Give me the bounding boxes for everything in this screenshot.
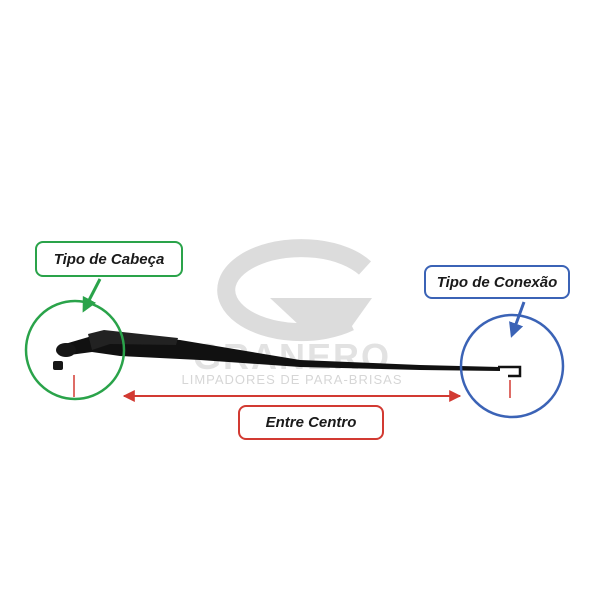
connection-pointer-arrow xyxy=(509,301,526,338)
head-highlight-circle xyxy=(24,299,126,401)
connection-type-label: Tipo de Conexão xyxy=(424,265,570,299)
watermark-tagline: LIMPADORES DE PARA-BRISAS xyxy=(181,372,402,387)
head-type-label: Tipo de Cabeça xyxy=(35,241,183,277)
connection-hook xyxy=(498,365,522,378)
wiper-arm-cover xyxy=(88,330,178,350)
center-distance-label: Entre Centro xyxy=(238,405,384,440)
wiper-arm xyxy=(53,330,522,378)
head-socket xyxy=(56,343,76,357)
head-pointer-arrow xyxy=(82,278,102,313)
watermark-g-bar xyxy=(270,298,372,326)
watermark-g-arc xyxy=(217,239,372,342)
connection-highlight-circle xyxy=(459,313,565,419)
head-nut xyxy=(53,361,63,370)
